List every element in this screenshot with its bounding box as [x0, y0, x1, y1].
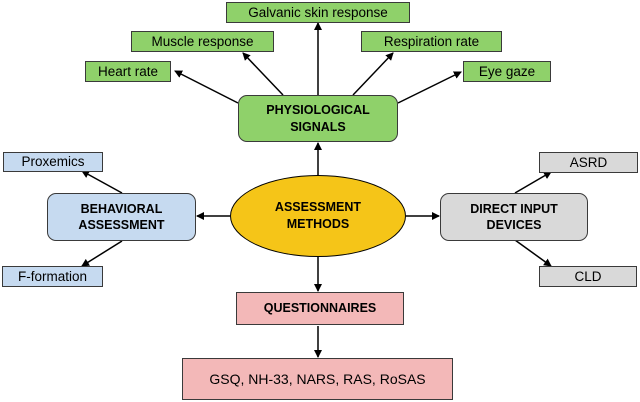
leaf-cld: CLD: [539, 266, 637, 287]
hub-direct-input-devices: DIRECT INPUT DEVICES: [440, 193, 588, 241]
leaf-proxemics: Proxemics: [3, 152, 103, 172]
hub-physiological-signals: PHYSIOLOGICAL SIGNALS: [238, 95, 398, 142]
arrow-behavioral-to-f-formation: [81, 240, 123, 267]
arrow-physiological-to-respiration: [352, 52, 394, 96]
center-assessment-methods: ASSESSMENT METHODS: [230, 175, 406, 257]
leaf-respiration-rate: Respiration rate: [361, 31, 502, 52]
leaf-heart-rate: Heart rate: [85, 61, 171, 82]
leaf-questionnaire-list: GSQ, NH-33, NARS, RAS, RoSAS: [182, 358, 453, 400]
arrow-behavioral-to-proxemics: [81, 170, 123, 194]
leaf-muscle-response: Muscle response: [131, 31, 274, 52]
leaf-f-formation: F-formation: [2, 266, 103, 287]
arrow-physiological-to-muscle: [242, 52, 284, 96]
leaf-galvanic-skin-response: Galvanic skin response: [226, 2, 410, 23]
leaf-asrd: ASRD: [539, 152, 638, 173]
arrow-direct-input-to-cld: [514, 239, 552, 267]
arrow-physiological-to-eye-gaze: [397, 71, 462, 104]
leaf-eye-gaze: Eye gaze: [463, 61, 551, 82]
hub-questionnaires: QUESTIONNAIRES: [236, 292, 404, 325]
hub-behavioral-assessment: BEHAVIORAL ASSESSMENT: [47, 193, 196, 241]
arrow-physiological-to-heart-rate: [174, 70, 239, 104]
arrow-direct-input-to-asrd: [514, 171, 552, 194]
